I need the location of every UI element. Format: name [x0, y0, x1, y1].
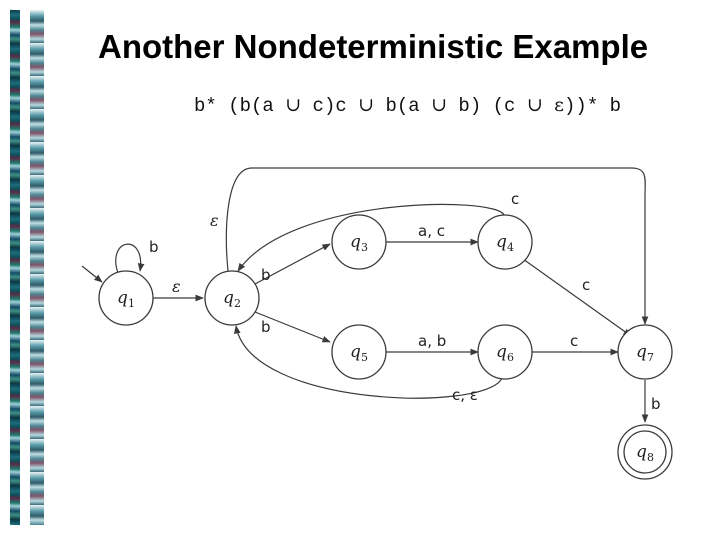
state-q6-circle [477, 324, 533, 380]
state-q1-circle [98, 270, 154, 326]
edge-q1-q1 [115, 243, 145, 274]
edge-q6-q2 [233, 325, 503, 399]
state-q4-circle [477, 214, 533, 270]
union-symbol: ∪ [285, 94, 302, 116]
state-q5-circle [331, 324, 387, 380]
union-symbol: ∪ [358, 94, 375, 116]
regex-part: b* (b(a [194, 95, 286, 117]
state-q8: q8 [617, 424, 673, 480]
decorative-side-strip-right [30, 10, 44, 525]
regex-part: c)c [301, 95, 359, 117]
label-q2-q7: ε [210, 211, 219, 230]
state-q7: q7 [617, 324, 673, 380]
label-q3-q4: a, c [418, 222, 445, 240]
label-q6-q2: c, ε [452, 386, 478, 404]
union-symbol: ∪ [431, 94, 448, 116]
regex-part: ))* b [564, 95, 622, 117]
label-q2-q5: b [261, 318, 271, 336]
state-q3-label: q3 [350, 232, 368, 254]
state-q1-label: q1 [117, 288, 135, 310]
edge-q4-q7 [522, 258, 632, 337]
label-q7-q8: b [651, 395, 661, 413]
state-q7-label: q7 [636, 342, 654, 364]
state-q3-circle [331, 214, 387, 270]
edge-q4-q2 [237, 203, 505, 272]
state-q1: q1 [98, 270, 154, 326]
edge-q2-q5 [254, 311, 331, 343]
state-q2: q2 [204, 270, 260, 326]
epsilon-symbol: ε [554, 94, 565, 116]
state-q8-label: q8 [636, 442, 654, 464]
label-q1-q1: b [149, 238, 159, 256]
label-q2-q3: b [261, 266, 271, 284]
state-q3: q3 [331, 214, 387, 270]
regex-part: b(a [374, 95, 432, 117]
label-q1-q2: ε [172, 277, 181, 296]
label-q5-q6: a, b [418, 332, 446, 350]
regular-expression: b* (b(a ∪ c)c ∪ b(a ∪ b) (c ∪ ε))* b [194, 94, 621, 117]
label-q6-q7: c [570, 332, 578, 350]
state-q2-label: q2 [223, 288, 241, 310]
start-arrow [81, 265, 103, 283]
union-symbol: ∪ [526, 94, 543, 116]
state-q5: q5 [331, 324, 387, 380]
regex-part: b) (c [447, 95, 527, 117]
label-q4-q7: c [582, 276, 590, 294]
slide-title: Another Nondeterministic Example [98, 28, 649, 65]
state-q4: q4 [477, 214, 533, 270]
edge-q2-q3 [254, 243, 331, 285]
state-q4-label: q4 [496, 232, 514, 254]
state-q7-circle [617, 324, 673, 380]
state-q2-circle [204, 270, 260, 326]
state-q5-label: q5 [350, 342, 368, 364]
edge-q2-q7 [225, 167, 649, 325]
state-q6: q6 [477, 324, 533, 380]
state-q6-label: q6 [496, 342, 514, 364]
state-q8-accept-ring [623, 430, 667, 474]
label-q4-q2: c [511, 190, 519, 208]
